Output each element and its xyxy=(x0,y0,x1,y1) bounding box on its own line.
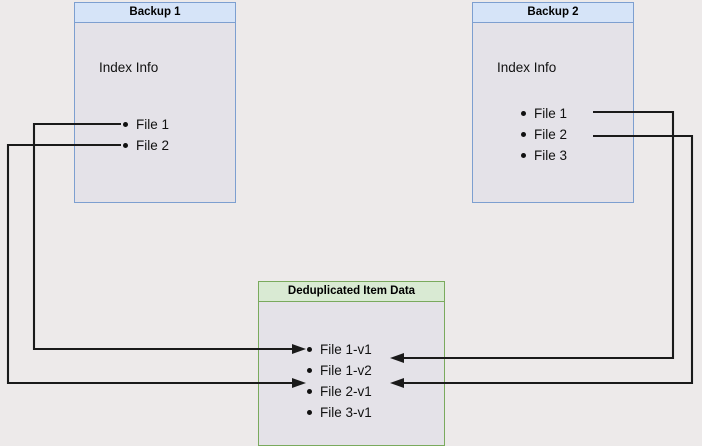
node-backup-2[interactable]: Backup 2 Index Info File 1 File 2 File 3 xyxy=(472,2,634,203)
backup-2-file-list: File 1 File 2 File 3 xyxy=(520,103,567,166)
backup-2-file-item[interactable]: File 2 xyxy=(520,124,567,145)
node-dedup-header: Deduplicated Item Data xyxy=(258,281,445,302)
backup-1-file-item[interactable]: File 1 xyxy=(122,114,169,135)
backup-2-file-item[interactable]: File 3 xyxy=(520,145,567,166)
backup-1-file-item[interactable]: File 2 xyxy=(122,135,169,156)
dedup-file-item[interactable]: File 1-v2 xyxy=(306,360,372,381)
backup-2-index-info-label: Index Info xyxy=(497,60,557,75)
node-backup-1-body xyxy=(74,23,236,203)
dedup-file-list: File 1-v1 File 1-v2 File 2-v1 File 3-v1 xyxy=(306,339,372,423)
backup-1-index-info-label: Index Info xyxy=(99,60,159,75)
node-deduplicated-item-data[interactable]: Deduplicated Item Data File 1-v1 File 1-… xyxy=(258,281,445,446)
node-backup-1-header: Backup 1 xyxy=(74,2,236,23)
node-backup-1[interactable]: Backup 1 Index Info File 1 File 2 xyxy=(74,2,236,203)
node-backup-2-header: Backup 2 xyxy=(472,2,634,23)
backup-1-file-list: File 1 File 2 xyxy=(122,114,169,156)
backup-2-file-item[interactable]: File 1 xyxy=(520,103,567,124)
dedup-file-item[interactable]: File 3-v1 xyxy=(306,402,372,423)
dedup-file-item[interactable]: File 1-v1 xyxy=(306,339,372,360)
dedup-file-item[interactable]: File 2-v1 xyxy=(306,381,372,402)
